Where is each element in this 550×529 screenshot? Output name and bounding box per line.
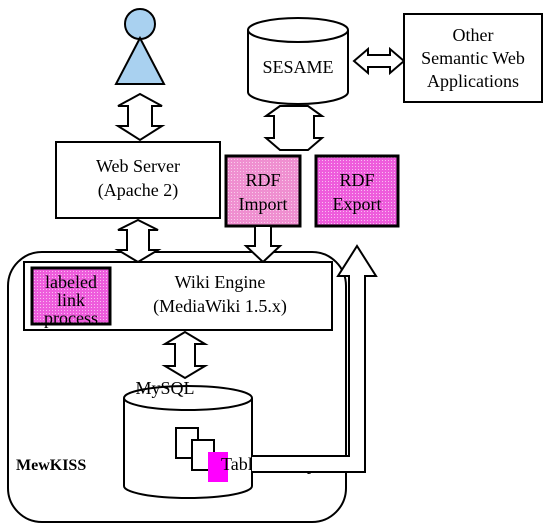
mysql-label: MySQL — [135, 378, 194, 398]
stacked-pages-icon — [175, 427, 228, 482]
labeled-link-line1: labeled — [45, 272, 97, 292]
other-apps-line1: Other — [453, 25, 494, 45]
rdf-import-line1: RDF — [245, 170, 280, 190]
double-arrow-user-webserver — [114, 92, 166, 142]
other-apps-box: Other Semantic Web Applications — [403, 13, 543, 103]
web-server-box: Web Server (Apache 2) — [55, 141, 221, 219]
double-arrow-sesame-other — [352, 46, 406, 76]
sesame-database: SESAME — [247, 17, 349, 105]
labeled-link-process-box: labeled link process — [30, 266, 112, 328]
rdf-export-line1: RDF — [339, 170, 374, 190]
person-icon — [114, 8, 166, 85]
rdf-export-line2: Export — [333, 194, 382, 214]
arrow-import-wiki — [243, 225, 283, 264]
mewkiss-label: MewKISS — [16, 457, 86, 474]
labeled-link-line3: process — [44, 308, 98, 328]
web-server-line2: (Apache 2) — [98, 180, 178, 201]
sesame-label: SESAME — [262, 57, 333, 77]
wiki-engine-line1: Wiki Engine — [175, 272, 266, 292]
other-apps-line2: Semantic Web — [421, 48, 525, 68]
routed-arrow-mysql-export — [252, 244, 378, 473]
web-server-line1: Web Server — [96, 156, 180, 176]
rdf-import-box: RDF Import — [224, 154, 302, 228]
mewkiss-boundary — [7, 251, 347, 523]
double-arrow-sesame-import — [262, 105, 326, 151]
other-apps-line3: Applications — [427, 71, 519, 91]
rdf-import-line2: Import — [239, 194, 288, 214]
wiki-engine-line2: (MediaWiki 1.5.x) — [153, 296, 287, 317]
double-arrow-webserver-wiki — [114, 218, 162, 264]
rdf-export-box: RDF Export — [314, 154, 400, 228]
double-arrow-wiki-mysql — [161, 330, 209, 380]
labeled-link-line2: link — [57, 290, 85, 310]
